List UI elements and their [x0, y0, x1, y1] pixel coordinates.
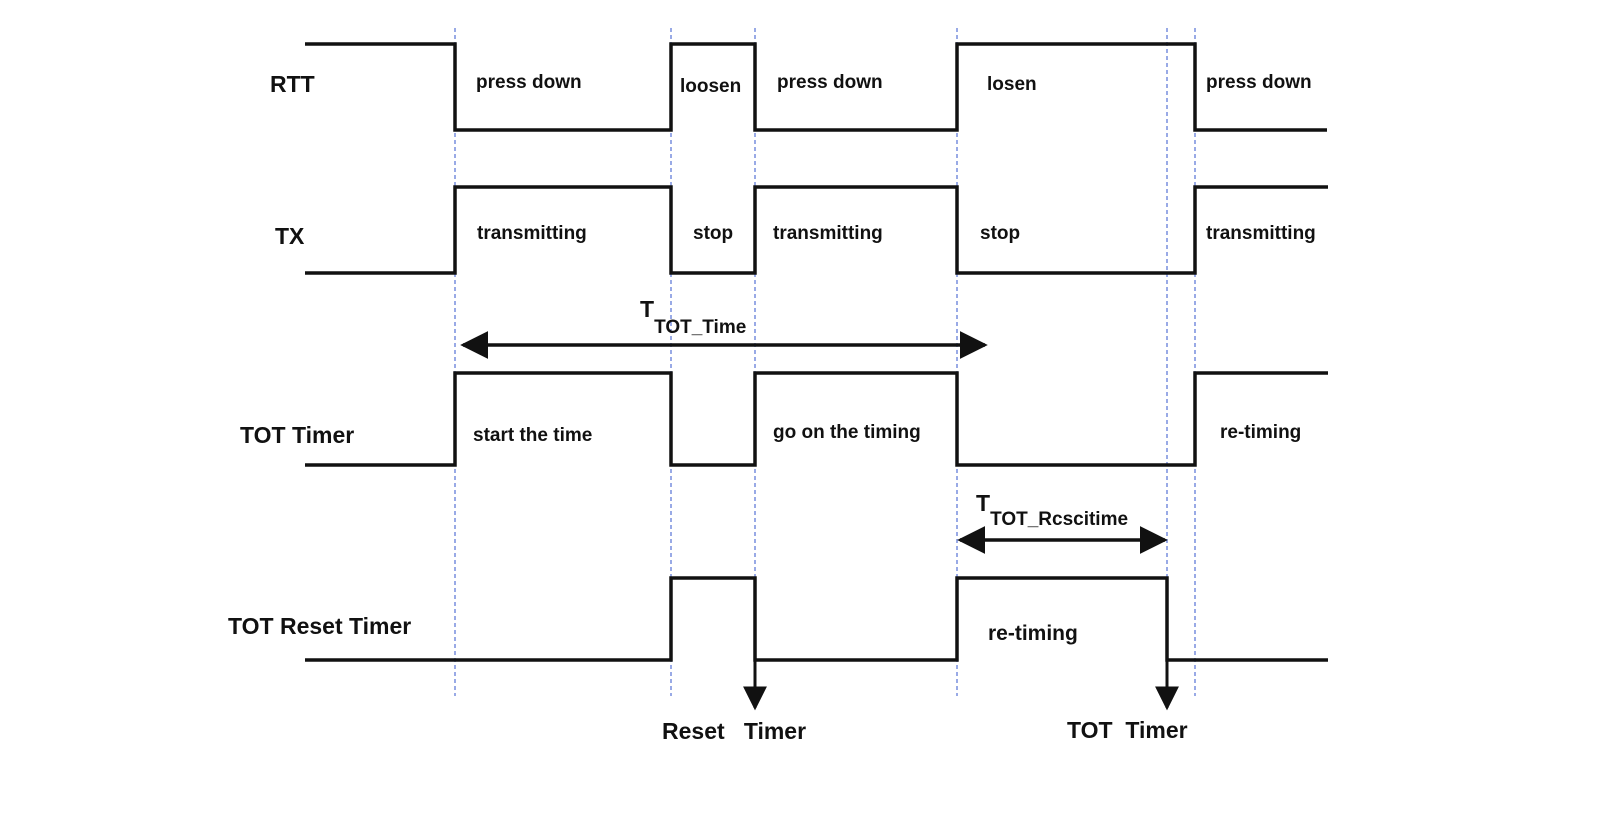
tx-state-label: transmitting: [773, 223, 883, 244]
tot-timer-state-label: re-timing: [1220, 422, 1301, 443]
reset-timer-event-label: Reset Timer: [662, 718, 806, 744]
rtt-state-label: press down: [476, 72, 582, 93]
tot-time-main: T: [640, 296, 654, 322]
rtt-state-label: loosen: [680, 76, 741, 97]
tot-reset-timer-waveform: [305, 576, 1328, 662]
tot-time-subscript: TOT_Time: [654, 317, 746, 338]
tot-rcscitime-main: T: [976, 490, 990, 516]
rtt-state-label: press down: [1206, 72, 1312, 93]
tot-time-interval-label: TTOT_Time: [640, 296, 746, 338]
rtt-state-label: losen: [987, 74, 1037, 95]
rtt-waveform: [305, 42, 1327, 132]
tot-timer-state-label: go on the timing: [773, 422, 921, 443]
tot-timer-state-label: start the time: [473, 425, 592, 446]
tx-state-label: stop: [693, 223, 733, 244]
tot-reset-timer-state-label: re-timing: [988, 622, 1078, 645]
tot-rcscitime-interval-label: TTOT_Rcscitime: [976, 490, 1128, 530]
guide-lines: [454, 28, 1196, 696]
tx-state-label: transmitting: [477, 223, 587, 244]
rtt-state-label: press down: [777, 72, 883, 93]
tx-row-label: TX: [275, 223, 305, 249]
tot-timer-row-label: TOT Timer: [240, 422, 354, 448]
tot-reset-timer-row-label: TOT Reset Timer: [228, 613, 411, 639]
tx-waveform: [305, 185, 1328, 275]
tx-state-label: stop: [980, 223, 1020, 244]
tot-timer-event-label: TOT Timer: [1067, 717, 1188, 743]
tot-rcscitime-subscript: TOT_Rcscitime: [990, 509, 1128, 530]
rtt-row-label: RTT: [270, 71, 315, 97]
tot-timer-waveform: [305, 371, 1328, 467]
tx-state-label: transmitting: [1206, 223, 1316, 244]
